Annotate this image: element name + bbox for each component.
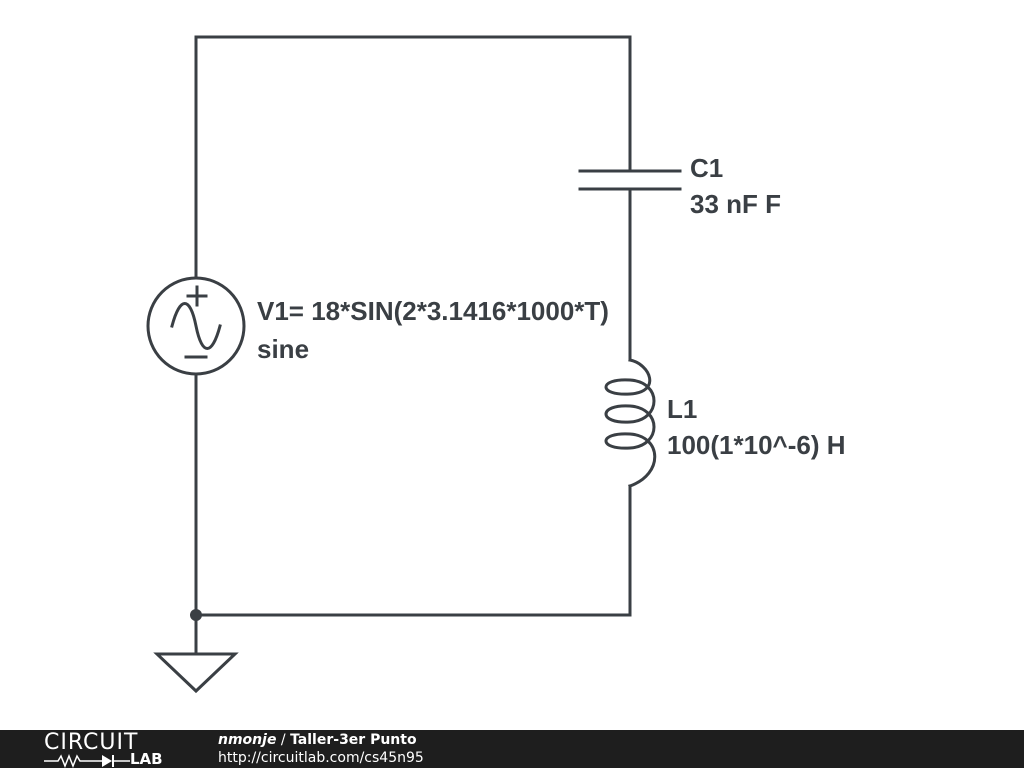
node-dot xyxy=(190,609,202,621)
author-link[interactable]: nmonje xyxy=(218,732,277,748)
l1-value-label: 100(1*10^-6) H xyxy=(667,430,846,460)
circuit-schematic xyxy=(146,35,682,694)
v1-type-label: sine xyxy=(257,334,310,364)
v1-label: V1= 18*SIN(2*3.1416*1000*T) xyxy=(257,296,609,326)
logo-text-circuit: CIRCUIT xyxy=(44,730,139,755)
inductor-l1 xyxy=(604,358,657,488)
wire-left-top xyxy=(194,35,632,280)
circuit-url-link[interactable]: http://circuitlab.com/cs45n95 xyxy=(218,750,424,766)
circuitlab-logo[interactable]: CIRCUIT LAB xyxy=(44,730,174,768)
circuit-title[interactable]: Taller-3er Punto xyxy=(290,732,417,748)
sine-wave-icon xyxy=(170,302,222,350)
c1-value-label: 33 nF F xyxy=(690,189,782,219)
l1-name-label: L1 xyxy=(667,394,698,424)
c1-name-label: C1 xyxy=(690,153,724,183)
capacitor-c1 xyxy=(578,169,682,191)
ground-icon xyxy=(153,652,239,694)
wire-bottom xyxy=(194,372,632,617)
footer-title-line: nmonje / Taller-3er Punto xyxy=(218,731,417,749)
voltage-source-v1 xyxy=(146,276,246,376)
logo-text-lab: LAB xyxy=(130,750,163,768)
footer-bar: CIRCUIT LAB nmonje / Taller-3er Punto ht… xyxy=(0,730,1024,768)
resistor-diode-icon xyxy=(44,754,130,768)
title-separator: / xyxy=(276,732,291,748)
